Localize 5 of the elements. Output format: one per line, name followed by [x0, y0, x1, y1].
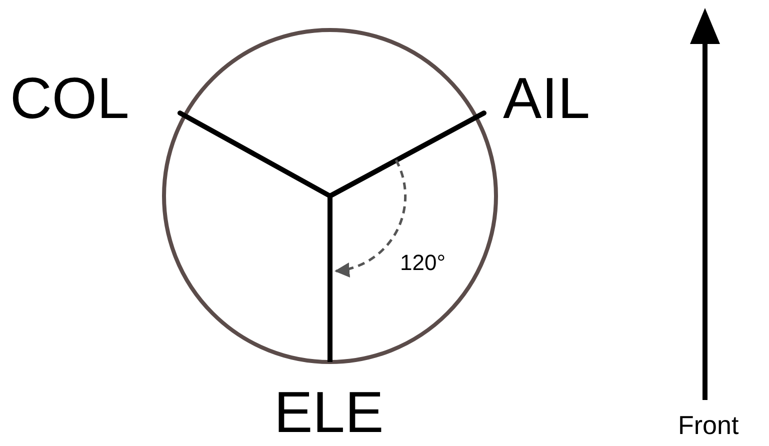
servo-label: AIL: [503, 70, 590, 128]
servo-label: ELE: [274, 384, 384, 442]
servo-label: COL: [10, 70, 130, 128]
angle-label: 120°: [400, 252, 446, 274]
direction-label: Front: [678, 412, 739, 438]
